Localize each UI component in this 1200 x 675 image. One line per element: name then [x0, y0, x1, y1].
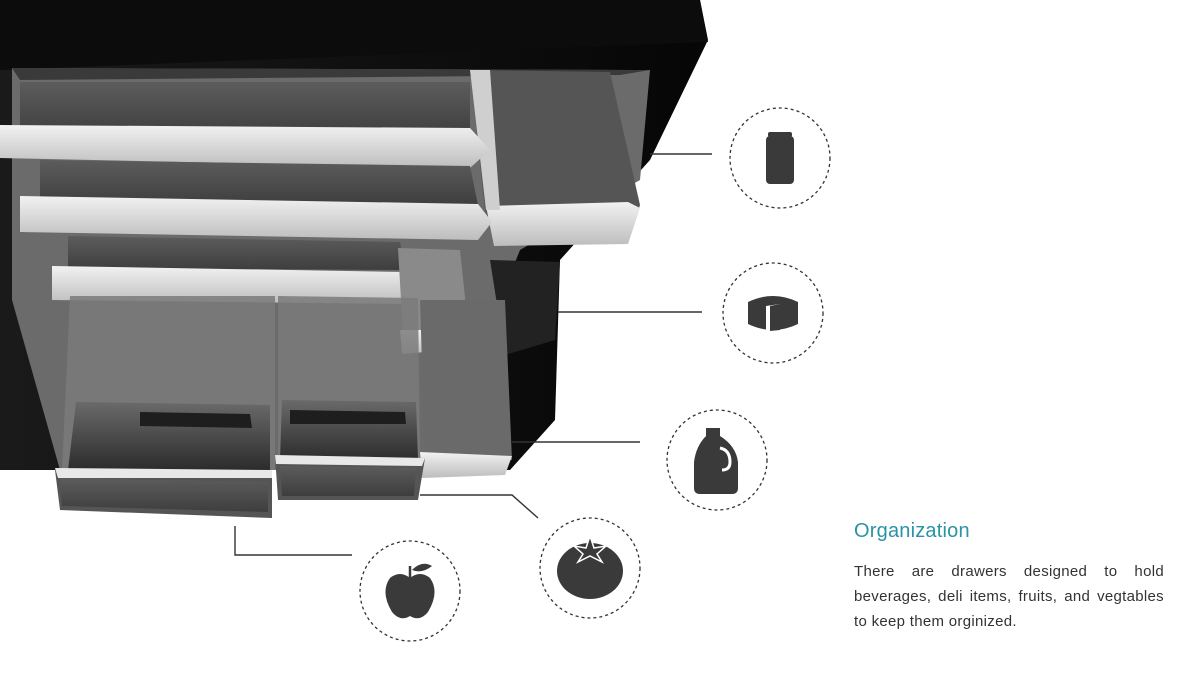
shelf-middle [20, 160, 492, 240]
cheese-wheel-icon [722, 262, 824, 364]
leader-line-tomato [420, 494, 539, 519]
shelf-top [0, 82, 490, 168]
drawer-right [275, 296, 425, 500]
caption-body: There are drawers designed to hold bever… [854, 563, 1164, 630]
side-compartment [420, 260, 560, 478]
tomato-icon [539, 517, 641, 619]
door-bin [470, 70, 640, 246]
organization-caption: Organization There are drawers designed … [854, 520, 1164, 634]
caption-title: Organization [854, 520, 970, 542]
soda-can-icon [729, 107, 831, 209]
milk-jug-icon [666, 409, 768, 511]
leader-lines [234, 153, 712, 556]
apple-icon [359, 540, 461, 642]
shelf-lower [52, 236, 415, 304]
drawer-left [55, 296, 275, 518]
leader-line-apple [234, 526, 352, 556]
